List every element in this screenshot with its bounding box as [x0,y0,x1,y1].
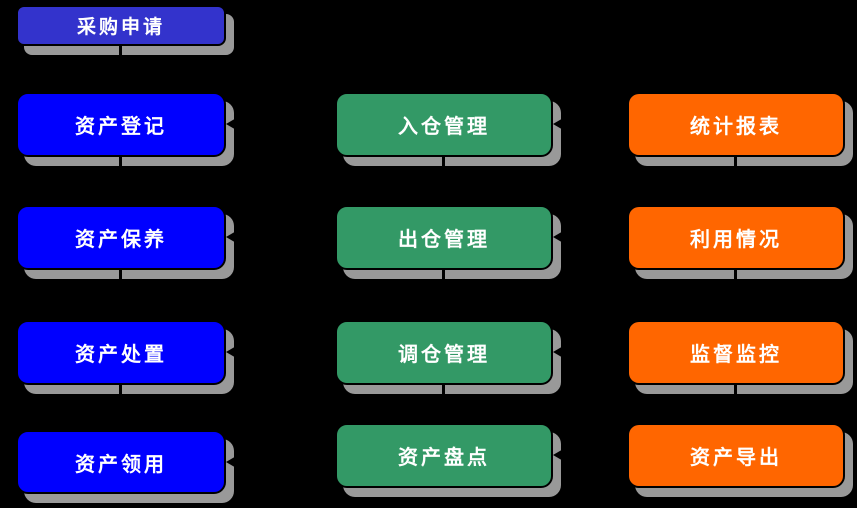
node-asset-inventory[interactable]: 资产盘点 [335,423,553,488]
connector-line [119,385,122,430]
connector-line [119,157,122,205]
connector-line [237,351,335,354]
node-statistics-report[interactable]: 统计报表 [627,92,845,157]
connector-arrow-left [226,117,238,131]
node-supervision-monitor[interactable]: 监督监控 [627,320,845,385]
connector-line [564,454,627,457]
connector-arrow-left [226,455,238,469]
connector-line [119,46,122,92]
node-label: 调仓管理 [398,342,490,366]
node-label: 资产处置 [75,342,167,366]
node-label: 资产登记 [75,114,167,138]
node-label: 监督监控 [690,342,782,366]
node-asset-maintenance[interactable]: 资产保养 [16,205,226,270]
node-asset-requisition[interactable]: 资产领用 [16,430,226,494]
connector-arrow-left [553,345,565,359]
node-warehouse-out[interactable]: 出仓管理 [335,205,553,270]
connector-line [119,270,122,320]
node-label: 入仓管理 [398,114,490,138]
connector-line [237,461,335,464]
node-label: 采购申请 [76,16,165,38]
node-label: 统计报表 [690,114,782,138]
node-label: 资产保养 [75,227,167,251]
connector-line [564,123,627,126]
connector-arrow-left [553,117,565,131]
node-purchase-request[interactable]: 采购申请 [16,5,226,46]
connector-arrow-left [226,230,238,244]
node-label: 资产盘点 [398,445,490,469]
connector-arrow-left [553,448,565,462]
node-asset-register[interactable]: 资产登记 [16,92,226,157]
node-warehouse-transfer[interactable]: 调仓管理 [335,320,553,385]
connector-line [442,385,445,423]
connector-arrow-left [553,230,565,244]
node-label: 资产导出 [690,445,782,469]
connector-line [734,270,737,320]
node-label: 利用情况 [690,227,782,251]
connector-arrow-left [226,345,238,359]
connector-line [442,270,445,320]
connector-line [734,157,737,205]
node-label: 资产领用 [75,451,167,476]
connector-line [564,351,627,354]
node-asset-disposal[interactable]: 资产处置 [16,320,226,385]
connector-line [564,236,627,239]
connector-line [734,385,737,423]
node-usage-status[interactable]: 利用情况 [627,205,845,270]
node-asset-export[interactable]: 资产导出 [627,423,845,488]
node-warehouse-in[interactable]: 入仓管理 [335,92,553,157]
connector-line [442,157,445,205]
node-label: 出仓管理 [398,227,490,251]
connector-line [237,123,335,126]
connector-line [237,236,335,239]
